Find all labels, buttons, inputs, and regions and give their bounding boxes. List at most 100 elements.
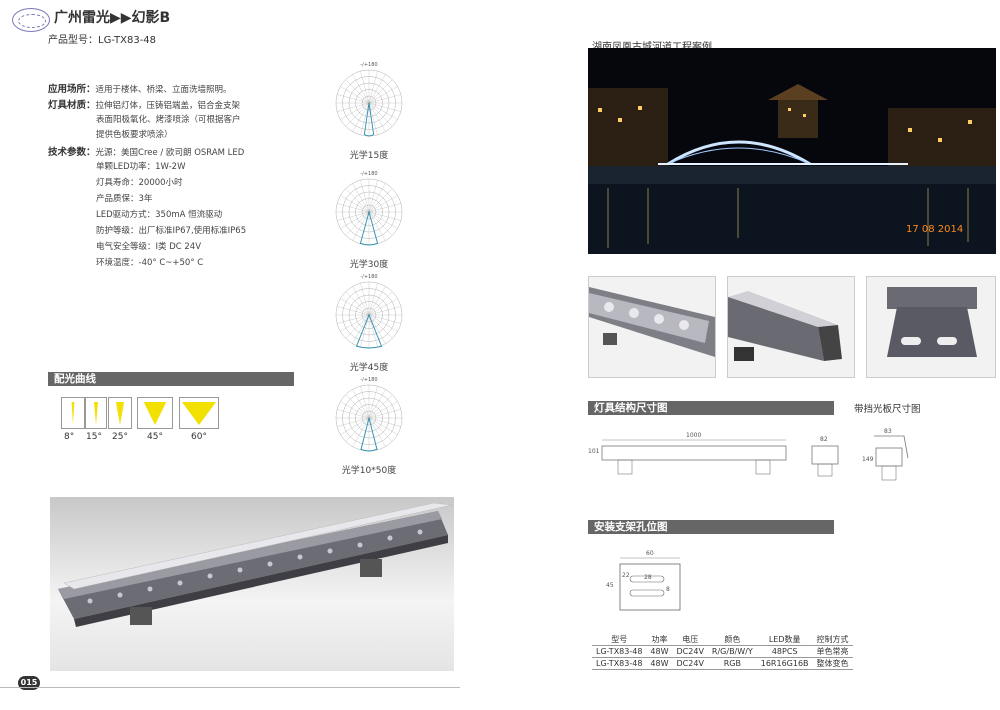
footer-divider — [0, 687, 460, 688]
beam-label: 8° — [64, 432, 75, 442]
polar-spoke — [368, 211, 401, 221]
tech-item: 环境温度：-40° C~+50° C — [96, 258, 204, 268]
polar-beam-curve — [363, 102, 375, 137]
polar-spoke — [368, 102, 393, 127]
polar-spoke — [368, 386, 378, 419]
polar-spoke — [368, 417, 386, 447]
polar-spoke — [337, 306, 370, 316]
polar-spoke — [340, 314, 370, 332]
table-cell: 整体变色 — [812, 657, 853, 670]
polar-spoke — [352, 389, 370, 419]
polar-spoke — [368, 389, 386, 419]
beam-icon-15 — [85, 397, 107, 429]
polar-spoke — [345, 188, 370, 213]
polar-chart-45: -/+180 光学45度 — [328, 270, 410, 380]
polar-spoke — [345, 417, 370, 442]
material-value: 表面阳极氧化、烤漆喷涂（可根据客户 — [96, 115, 241, 125]
table-cell: LG-TX83-48 — [592, 645, 647, 658]
polar-spoke — [368, 211, 386, 241]
beam-label: 25° — [112, 432, 128, 442]
polar-spoke — [368, 314, 398, 332]
bracket-width: 60 — [646, 550, 654, 557]
dim-width: 82 — [820, 436, 828, 443]
polar-caption: 光学30度 — [349, 260, 389, 270]
tech-label: 技术参数： — [48, 147, 96, 158]
page-title: 广州雷光▶▶幻影B — [54, 10, 171, 26]
table-cell: RGB — [707, 657, 757, 670]
tech-item: 光源：美国Cree / 欧司朗 OSRAM LED — [95, 148, 245, 158]
polar-spoke — [368, 102, 401, 112]
application-label: 应用场所： — [48, 84, 96, 95]
polar-spoke — [368, 102, 378, 135]
table-cell: 单色常亮 — [812, 645, 853, 658]
material-value: 提供色板要求喷涂） — [96, 130, 173, 140]
tech-row: 技术参数：光源：美国Cree / 欧司朗 OSRAM LED — [48, 144, 244, 158]
polar-spoke — [352, 417, 370, 447]
polar-spoke — [337, 409, 370, 419]
table-cell: 48PCS — [756, 645, 813, 658]
page-number: 015 — [18, 676, 40, 690]
beam-icon-60 — [179, 397, 219, 429]
polar-spoke — [368, 417, 393, 442]
night-bridge-photo: 17 08 2014 — [588, 48, 996, 254]
bracket-dim-a: 22 — [622, 572, 630, 579]
polar-caption: 光学10*50度 — [341, 466, 397, 476]
polar-spoke — [368, 401, 398, 419]
application-row: 应用场所：适用于楼体、桥梁、立面洗墙照明。 — [48, 81, 232, 95]
beam-label: 15° — [86, 432, 102, 442]
bracket-dim-c: 8 — [666, 586, 670, 593]
table-row: LG-TX83-48 48W DC24V RGB 16R16G16B 整体变色 — [592, 657, 853, 670]
dim-width-2: 83 — [884, 428, 892, 435]
table-header-row: 型号 功率 电压 颜色 LED数量 控制方式 — [592, 634, 853, 646]
polar-spoke — [368, 79, 393, 104]
polar-spoke — [340, 86, 370, 104]
product-photo — [50, 497, 454, 671]
bracket-height: 45 — [606, 582, 614, 589]
polar-spoke — [340, 211, 370, 229]
material-row: 灯具材质：拉伸铝灯体，压铸铝端盖，铝合金支架 — [48, 97, 240, 111]
table-cell: 16R16G16B — [756, 657, 813, 670]
shield-section-title: 带挡光板尺寸图 — [854, 404, 921, 415]
polar-spoke — [368, 314, 386, 344]
polar-spoke — [360, 102, 370, 135]
polar-spoke — [368, 306, 401, 316]
polar-spoke — [345, 102, 370, 127]
beam-label: 45° — [147, 432, 163, 442]
polar-spoke — [340, 298, 370, 316]
polar-diagram: -/+180 — [335, 171, 403, 246]
application-value: 适用于楼体、桥梁、立面洗墙照明。 — [95, 85, 232, 95]
polar-spoke — [345, 291, 370, 316]
dim-height: 101 — [588, 448, 600, 455]
polar-spoke — [352, 211, 370, 241]
beam-fan — [182, 402, 216, 425]
polar-diagram: -/+180 — [335, 377, 403, 452]
material-label: 灯具材质： — [48, 100, 96, 111]
polar-spoke — [368, 314, 393, 339]
polar-spoke — [345, 79, 370, 104]
polar-spoke — [368, 94, 401, 104]
detail-photo-end-cap — [727, 276, 855, 378]
case-photo-title: 湖南凤凰古城河道工程案例 — [592, 38, 712, 53]
table-cell: DC24V — [672, 645, 708, 658]
detail-photo-bracket — [866, 276, 996, 378]
polar-top-label: -/+180 — [360, 62, 377, 68]
beam-icon-25 — [108, 397, 132, 429]
polar-spoke — [352, 314, 370, 344]
beam-icon-45 — [137, 397, 173, 429]
polar-spoke — [368, 211, 398, 229]
table-header: 型号 — [611, 635, 628, 644]
detail-photo-led-side — [588, 276, 716, 378]
polar-spoke — [340, 195, 370, 213]
polar-caption: 光学15度 — [349, 151, 389, 161]
polar-spoke — [337, 94, 370, 104]
tech-item: LED驱动方式：350mA 恒流驱动 — [96, 210, 223, 220]
polar-spoke — [368, 183, 386, 213]
polar-chart-30: -/+180 光学30度 — [328, 167, 410, 277]
table-cell: DC24V — [672, 657, 708, 670]
table-cell: 48W — [646, 645, 673, 658]
polar-spoke — [340, 102, 370, 120]
dim-height-2: 149 — [862, 456, 874, 463]
structure-section-title: 灯具结构尺寸图 — [588, 401, 834, 415]
tech-item: 防护等级：出厂标准IP67,使用标准IP65 — [96, 226, 247, 236]
polar-spoke — [368, 211, 393, 236]
